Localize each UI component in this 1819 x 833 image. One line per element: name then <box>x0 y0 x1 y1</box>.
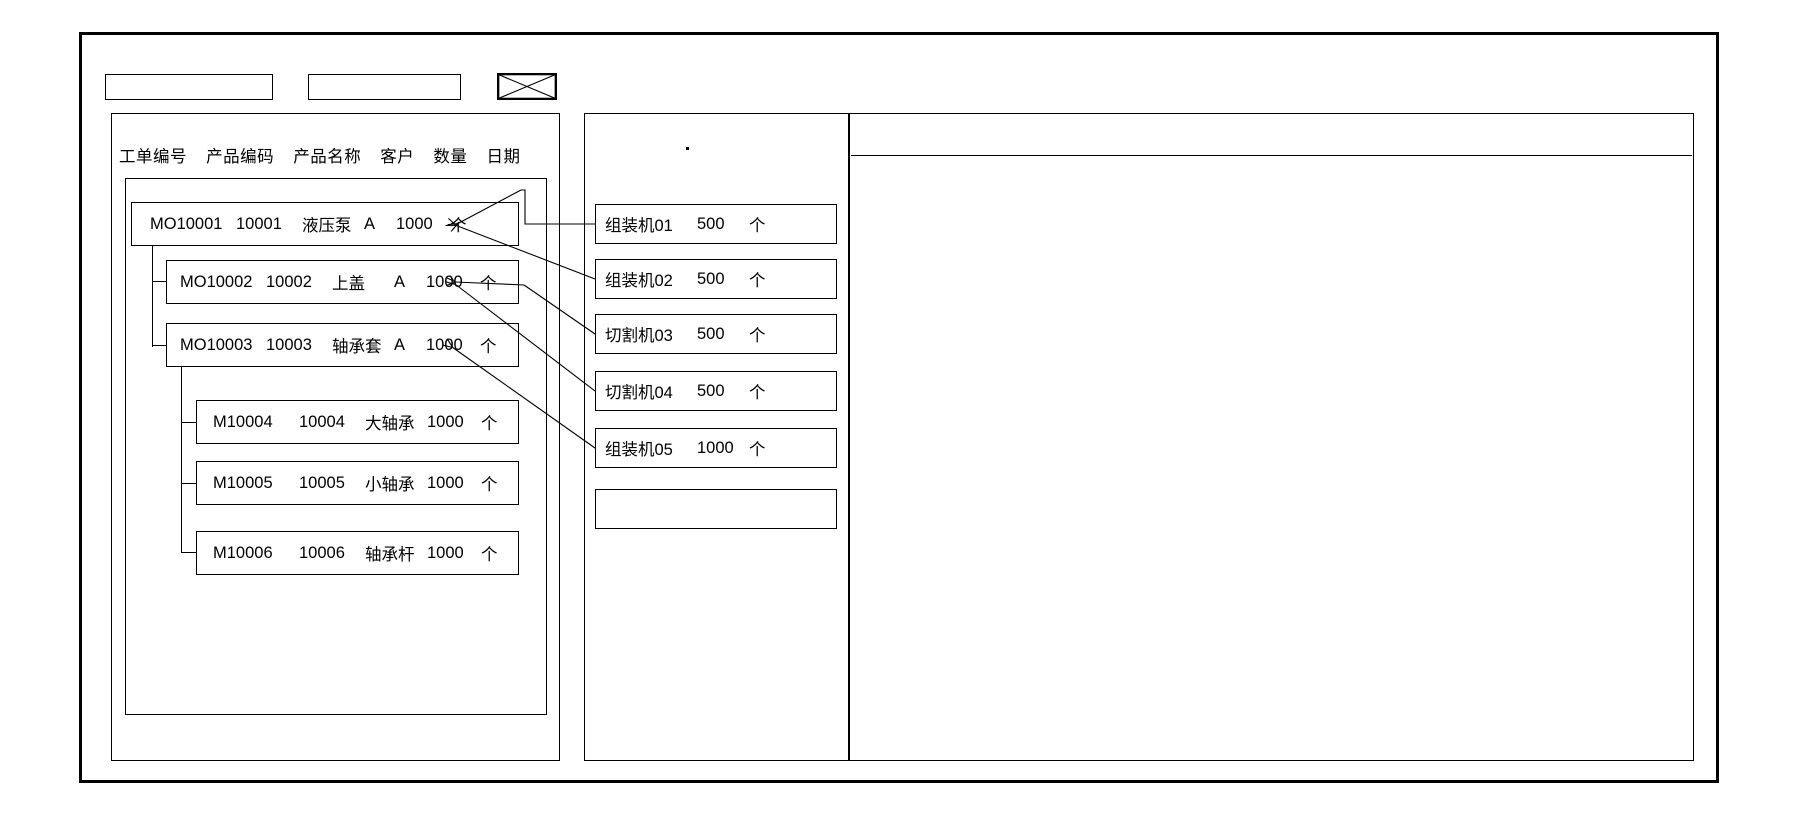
cell-product-name: 轴承杆 <box>365 546 415 564</box>
machine-panel-marker-dot <box>686 147 689 150</box>
cell-product-code: 10002 <box>266 272 312 291</box>
cell-quantity: 1000 <box>427 412 464 431</box>
toolbar-text-field-2[interactable] <box>308 74 461 100</box>
cell-quantity: 1000 <box>426 272 463 291</box>
cell-machine-qty: 500 <box>697 324 725 343</box>
cell-work-order: M10005 <box>213 473 273 492</box>
cell-quantity: 1000 <box>426 335 463 354</box>
cell-machine-unit: 个 <box>749 327 766 345</box>
cell-work-order: M10006 <box>213 543 273 562</box>
cell-machine-unit: 个 <box>749 441 766 459</box>
work-order-row[interactable]: M10005 10005 小轴承 1000 个 <box>196 461 519 505</box>
cell-unit: 个 <box>481 415 498 433</box>
cell-customer: A <box>394 272 406 291</box>
cell-machine-unit: 个 <box>749 217 766 235</box>
cell-unit: 个 <box>480 338 497 356</box>
machine-row[interactable]: 组装机01 500 个 <box>595 204 837 244</box>
cell-unit: 个 <box>481 546 498 564</box>
column-header-product-name: 产品名称 <box>293 148 362 166</box>
cell-machine-qty: 500 <box>697 381 725 400</box>
column-header-quantity: 数量 <box>433 148 468 166</box>
cell-work-order: MO10003 <box>180 335 253 354</box>
cell-machine-name: 组装机01 <box>605 217 673 235</box>
work-order-row[interactable]: M10004 10004 大轴承 1000 个 <box>196 400 519 444</box>
tree-stub-child-3 <box>181 422 197 424</box>
toolbar-text-field-1[interactable] <box>105 74 273 100</box>
cell-machine-qty: 500 <box>697 214 725 233</box>
tree-spine-sub <box>181 367 183 553</box>
cell-unit: 个 <box>480 275 497 293</box>
work-order-row[interactable]: M10006 10006 轴承杆 1000 个 <box>196 531 519 575</box>
machine-row[interactable]: 组装机05 1000 个 <box>595 428 837 468</box>
tree-stub-child-5 <box>181 552 197 554</box>
cell-product-code: 10003 <box>266 335 312 354</box>
column-header-date: 日期 <box>486 148 521 166</box>
cell-quantity: 1000 <box>427 543 464 562</box>
cell-unit: 个 <box>450 217 467 235</box>
image-placeholder-icon[interactable] <box>497 73 557 100</box>
machine-row-empty[interactable] <box>595 489 837 529</box>
cell-product-code: 10005 <box>299 473 345 492</box>
cell-product-name: 液压泵 <box>302 217 352 235</box>
cell-work-order: MO10001 <box>150 214 223 233</box>
cell-customer: A <box>364 214 376 233</box>
cell-machine-unit: 个 <box>749 272 766 290</box>
cell-machine-name: 切割机04 <box>605 384 673 402</box>
tree-stub-child-4 <box>181 483 197 485</box>
cell-work-order: MO10002 <box>180 272 253 291</box>
machine-row[interactable]: 切割机03 500 个 <box>595 314 837 354</box>
column-header-customer: 客户 <box>380 148 415 166</box>
cell-product-name: 上盖 <box>332 275 365 293</box>
cell-product-code: 10001 <box>236 214 282 233</box>
detail-panel-header-separator <box>851 155 1692 157</box>
cell-product-name: 大轴承 <box>365 415 415 433</box>
cell-product-code: 10004 <box>299 412 345 431</box>
tree-stub-child-1 <box>152 281 167 283</box>
cell-machine-qty: 1000 <box>697 438 734 457</box>
detail-panel <box>849 113 1694 761</box>
cell-work-order: M10004 <box>213 412 273 431</box>
work-order-row[interactable]: MO10002 10002 上盖 A 1000 个 <box>166 260 519 304</box>
work-order-column-headers: 工单编号 产品编码 产品名称 客户 数量 日期 <box>119 143 549 167</box>
work-order-row[interactable]: MO10003 10003 轴承套 A 1000 个 <box>166 323 519 367</box>
machine-row[interactable]: 组装机02 500 个 <box>595 259 837 299</box>
column-header-product-code: 产品编码 <box>206 148 275 166</box>
cell-machine-unit: 个 <box>749 384 766 402</box>
cell-customer: A <box>394 335 406 354</box>
machine-row[interactable]: 切割机04 500 个 <box>595 371 837 411</box>
cell-machine-name: 组装机02 <box>605 272 673 290</box>
cell-quantity: 1000 <box>427 473 464 492</box>
cell-machine-qty: 500 <box>697 269 725 288</box>
tree-stub-child-2 <box>152 345 167 347</box>
work-order-row[interactable]: MO10001 10001 液压泵 A 1000 个 <box>131 202 519 246</box>
cell-unit: 个 <box>481 476 498 494</box>
cell-machine-name: 切割机03 <box>605 327 673 345</box>
work-order-tree-container <box>125 178 547 715</box>
cell-product-code: 10006 <box>299 543 345 562</box>
tree-spine-root <box>152 246 154 347</box>
cell-quantity: 1000 <box>396 214 433 233</box>
column-header-work-order: 工单编号 <box>119 148 187 166</box>
cell-machine-name: 组装机05 <box>605 441 673 459</box>
cell-product-name: 轴承套 <box>332 338 382 356</box>
cell-product-name: 小轴承 <box>365 476 415 494</box>
